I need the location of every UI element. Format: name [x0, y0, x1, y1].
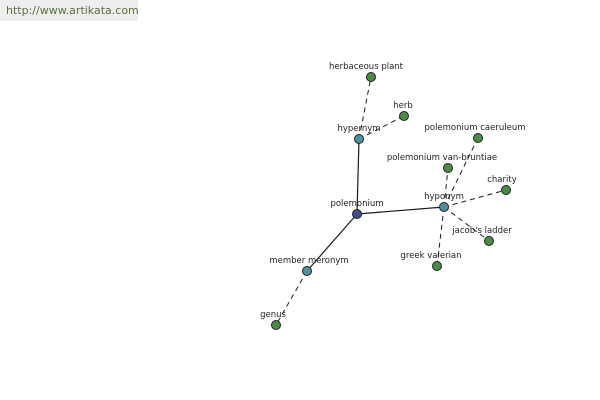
- node-greek-valerian[interactable]: [432, 261, 442, 271]
- node-label-hypernym[interactable]: hypernym: [337, 124, 380, 134]
- source-url-link[interactable]: http://www.artikata.com: [0, 0, 139, 21]
- node-label-genus[interactable]: genus: [260, 310, 286, 320]
- node-herb[interactable]: [399, 111, 409, 121]
- labels-layer: polemonium hypernym hyponym member meronym h…: [260, 62, 525, 320]
- edge-hyponym-to-greek-valerian: [436, 206, 445, 267]
- node-label-herb[interactable]: herb: [393, 101, 413, 111]
- node-label-member-meronym[interactable]: member meronym: [269, 256, 348, 266]
- node-label-polemonium[interactable]: polemonium: [330, 199, 383, 209]
- node-member-meronym[interactable]: [302, 266, 312, 276]
- node-genus[interactable]: [271, 320, 281, 330]
- node-label-herbaceous-plant[interactable]: herbaceous plant: [329, 62, 404, 72]
- node-herbaceous-plant[interactable]: [366, 72, 376, 82]
- edge-polemonium-to-hyponym: [356, 206, 445, 215]
- edge-hyponym-to-charity: [443, 189, 507, 208]
- edges-layer: [275, 76, 507, 326]
- edge-polemonium-to-hypernym: [356, 138, 360, 215]
- edge-hyponym-to-polemonium-caeruleum: [443, 137, 479, 208]
- node-label-polemonium-van-bruntiae[interactable]: polemonium van-bruntiae: [387, 153, 497, 163]
- nodes-layer: [271, 72, 511, 330]
- edge-hypernym-to-herbaceous-plant: [358, 76, 372, 140]
- node-hyponym[interactable]: [439, 202, 449, 212]
- node-hypernym[interactable]: [354, 134, 364, 144]
- node-polemonium-van-bruntiae[interactable]: [443, 163, 453, 173]
- edge-hyponym-to-jacobs-ladder: [443, 206, 490, 242]
- node-label-polemonium-caeruleum[interactable]: polemonium caeruleum: [424, 123, 525, 133]
- node-polemonium[interactable]: [352, 209, 362, 219]
- node-polemonium-caeruleum[interactable]: [473, 133, 483, 143]
- edge-member-meronym-to-genus: [275, 270, 308, 326]
- node-label-charity[interactable]: charity: [487, 175, 517, 185]
- edge-hyponym-to-polemonium-van-bruntiae: [443, 167, 449, 208]
- node-charity[interactable]: [501, 185, 511, 195]
- node-label-jacobs-ladder[interactable]: jacob's ladder: [451, 226, 512, 236]
- edge-polemonium-to-member-meronym: [306, 213, 358, 272]
- node-jacobs-ladder[interactable]: [484, 236, 494, 246]
- node-label-hyponym[interactable]: hyponym: [424, 192, 464, 202]
- node-label-greek-valerian[interactable]: greek valerian: [400, 251, 461, 261]
